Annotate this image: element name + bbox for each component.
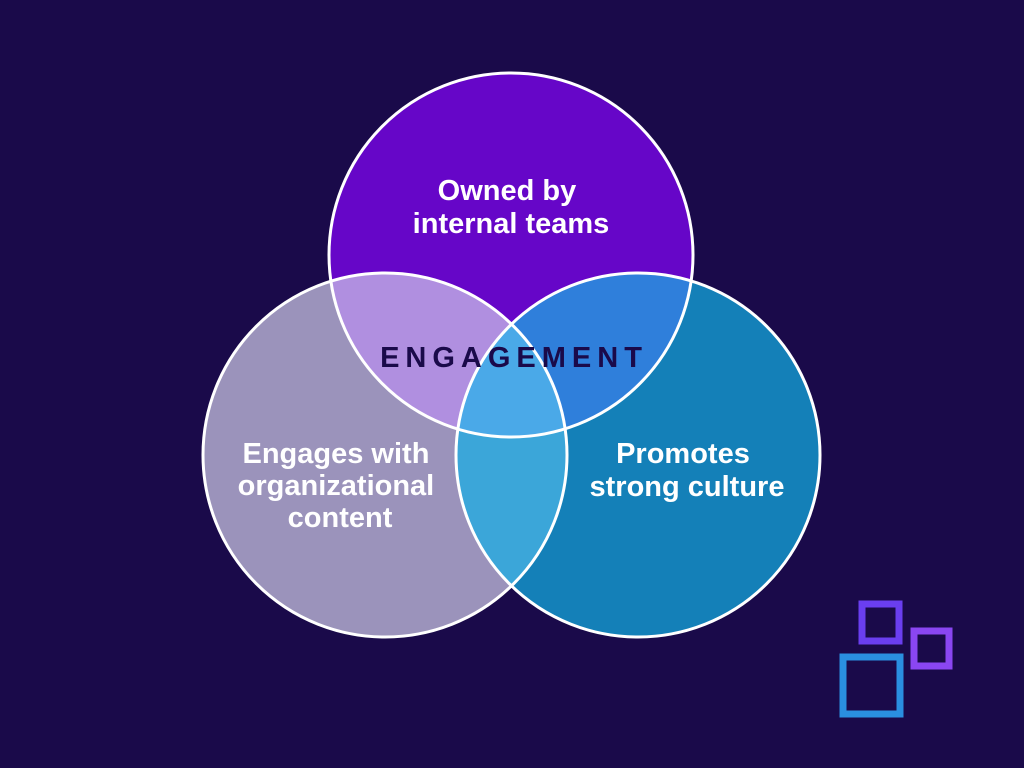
label-top-line: Owned by: [438, 175, 577, 207]
label-left: Engages with organizational content: [238, 438, 443, 534]
label-left-line: organizational: [238, 470, 435, 502]
overlap-top-right: [456, 273, 693, 437]
label-left-line: Engages with: [243, 438, 430, 470]
logo-square-right: [910, 627, 953, 670]
label-right-line: strong culture: [590, 471, 785, 503]
circle-outlines: [201, 71, 822, 639]
overlap-top-left: [329, 273, 567, 437]
label-left-line: content: [288, 502, 393, 534]
logo-square-small: [858, 600, 903, 645]
label-top: Owned by internal teams: [413, 175, 610, 240]
label-right: Promotes strong culture: [590, 438, 785, 503]
label-top-line: internal teams: [413, 208, 610, 240]
squares-logo-icon: [839, 600, 953, 718]
center-label: ENGAGEMENT: [380, 342, 648, 374]
logo-square-large: [839, 653, 904, 718]
label-right-line: Promotes: [616, 438, 750, 470]
